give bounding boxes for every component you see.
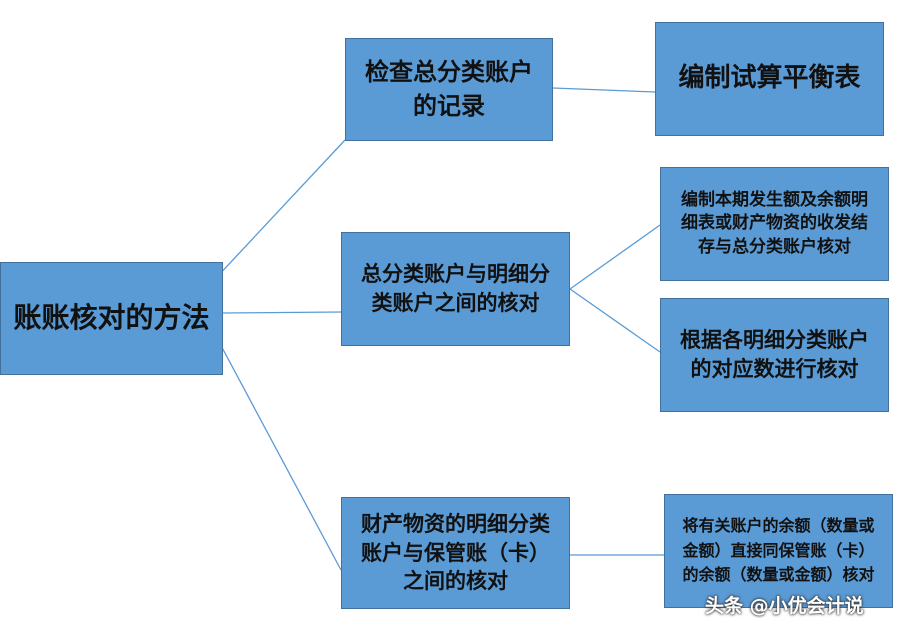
leaf-node-2-1: 编制本期发生额及余额明 细表或财产物资的收发结 存与总分类账户核对 bbox=[660, 167, 889, 281]
branch-node-3-line-3: 之间的核对 bbox=[403, 569, 508, 594]
branch-node-1-line-2: 的记录 bbox=[413, 91, 485, 120]
root-node: 账账核对的方法 bbox=[0, 262, 223, 375]
leaf-node-2-2-line-1: 根据各明细分类账户 bbox=[680, 328, 869, 353]
root-node-label: 账账核对的方法 bbox=[13, 301, 210, 335]
branch-node-3: 财产物资的明细分类 账户与保管账（卡） 之间的核对 bbox=[341, 497, 570, 609]
leaf-node-1-1: 编制试算平衡表 bbox=[655, 22, 884, 136]
leaf-node-3-1-line-2: 金额）直接同保管账（卡） bbox=[682, 540, 875, 560]
watermark-text: 头条 @小优会计说 bbox=[705, 595, 864, 617]
connector-branch-1-to-leaf-1 bbox=[552, 87, 656, 93]
leaf-node-2-2-line-2: 的对应数进行核对 bbox=[690, 357, 859, 381]
connector-root-to-branch-1 bbox=[215, 139, 346, 279]
leaf-node-2-2: 根据各明细分类账户 的对应数进行核对 bbox=[660, 298, 889, 412]
branch-node-1: 检查总分类账户 的记录 bbox=[345, 38, 553, 141]
connector-branch-2-to-leaf-1 bbox=[569, 224, 661, 290]
leaf-node-2-1-line-3: 存与总分类账户核对 bbox=[698, 236, 851, 257]
leaf-node-3-1-line-1: 将有关账户的余额（数量或 bbox=[682, 515, 875, 535]
connector-branch-2-to-leaf-2 bbox=[569, 288, 661, 353]
branch-node-2-line-1: 总分类账户与明细分 bbox=[361, 262, 550, 287]
connector-root-to-branch-3 bbox=[217, 339, 342, 571]
connector-root-to-branch-2 bbox=[222, 311, 342, 314]
branch-node-3-line-2: 账户与保管账（卡） bbox=[361, 540, 550, 565]
leaf-node-3-1-line-3: 的余额（数量或金额）核对 bbox=[682, 565, 875, 585]
branch-node-2-line-2: 类账户之间的核对 bbox=[371, 291, 540, 315]
leaf-node-1-1-line-1: 编制试算平衡表 bbox=[678, 63, 861, 94]
branch-node-2: 总分类账户与明细分 类账户之间的核对 bbox=[341, 232, 570, 346]
leaf-node-2-1-line-2: 细表或财产物资的收发结 bbox=[681, 213, 868, 234]
branch-node-3-line-1: 财产物资的明细分类 bbox=[361, 511, 550, 536]
leaf-node-3-1: 将有关账户的余额（数量或 金额）直接同保管账（卡） 的余额（数量或金额）核对 bbox=[664, 494, 893, 608]
branch-node-1-line-1: 检查总分类账户 bbox=[365, 58, 533, 87]
leaf-node-2-1-line-1: 编制本期发生额及余额明 bbox=[681, 189, 868, 210]
